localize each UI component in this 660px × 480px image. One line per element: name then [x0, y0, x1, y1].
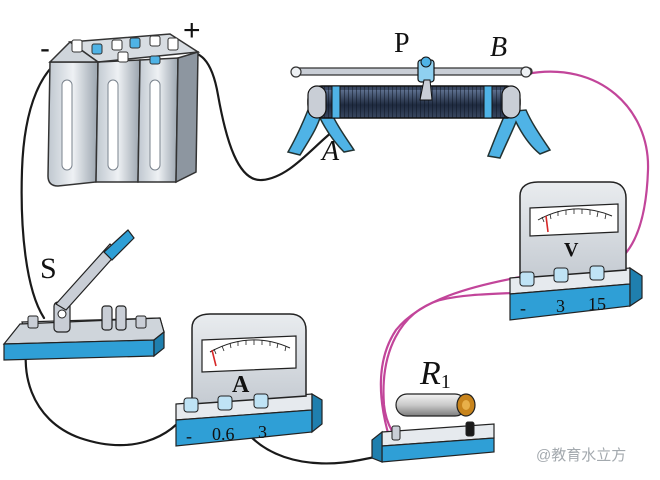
voltmeter[interactable]: V - 3 15 [509, 181, 643, 321]
battery-pack[interactable]: - + [40, 14, 201, 187]
voltmeter-terminal-3: 3 [556, 296, 565, 316]
resistor-label: R1 [419, 355, 451, 393]
rheostat-slider[interactable] [417, 56, 435, 101]
resistor-r1[interactable]: R1 [371, 355, 495, 463]
wire-voltmeter-minus-to-resistor [379, 274, 528, 442]
ammeter-label: A [232, 372, 250, 398]
voltmeter-dial [529, 203, 619, 237]
rheostat-slider-label: P [394, 28, 410, 59]
rheostat-right-stand [486, 109, 552, 159]
ammeter-terminal-minus: - [186, 426, 192, 446]
voltmeter-terminal-minus: - [520, 298, 526, 318]
voltmeter-terminal-15: 15 [588, 294, 606, 314]
voltmeter-label: V [564, 239, 579, 261]
ammeter[interactable]: A - 0.6 3 [175, 313, 323, 447]
ammeter-needle [211, 349, 217, 367]
wire-battery-to-switch [20, 50, 78, 320]
switch-label: S [40, 252, 57, 285]
wire-switch-to-ammeter [24, 328, 192, 447]
ammeter-dial [201, 335, 297, 373]
rheostat-end-b-label: B [490, 32, 507, 63]
ammeter-terminal-0-6: 0.6 [212, 424, 235, 444]
wire-battery-to-rheostat [176, 50, 334, 182]
resistor-label-subscript: 1 [441, 371, 451, 393]
knife-switch[interactable]: S [2, 229, 165, 361]
rheostat-rail [291, 67, 533, 76]
battery-plus-label: + [183, 14, 201, 47]
sliding-rheostat[interactable]: P A B [286, 28, 552, 167]
resistor-body [395, 393, 467, 417]
ammeter-terminal-3: 3 [258, 422, 267, 442]
ammeter-terminals[interactable] [183, 393, 269, 413]
rheostat-end-a-label: A [320, 136, 340, 167]
watermark: @教育水立方 [536, 447, 626, 464]
voltmeter-needle [545, 215, 549, 233]
switch-handle[interactable] [103, 229, 135, 261]
battery-minus-label: - [40, 32, 50, 65]
voltmeter-terminals[interactable] [519, 265, 605, 287]
